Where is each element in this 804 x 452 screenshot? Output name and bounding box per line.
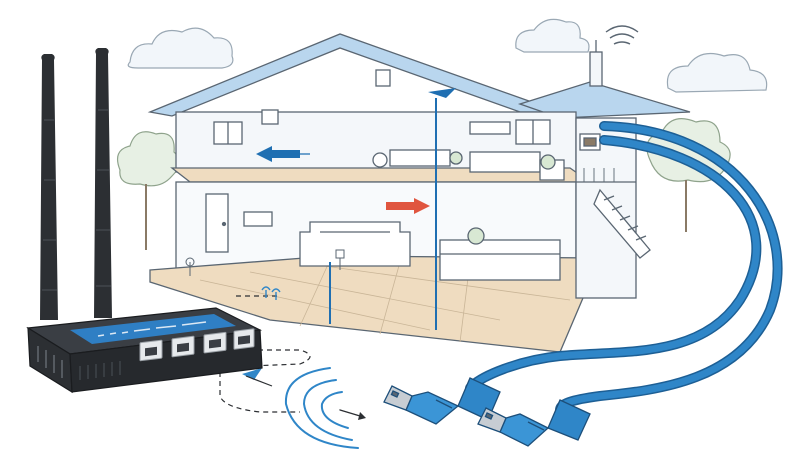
cloud-right [515,18,768,93]
antenna-icon [185,249,345,276]
wifi-waves-icon [284,367,366,449]
window [243,211,273,227]
signal-arrow-icon [428,88,456,98]
signal-arrow-icon [386,198,430,214]
signal-arrow-icon [242,368,273,387]
window [261,109,279,125]
signal-pole [329,88,456,330]
antenna-icon [261,286,281,300]
chimney [589,51,603,87]
wifi-waves-icon [605,25,639,45]
counter [439,239,561,281]
stairs [593,188,651,259]
usb-plug-icon [477,399,591,447]
router-icon [26,307,263,394]
sofa [299,221,411,267]
ethernet-cable [465,121,783,415]
door [205,193,229,253]
antenna-icon [40,54,58,320]
window [375,69,391,87]
antenna-icon [94,48,112,318]
house [147,33,691,353]
signal-arrow-icon [256,146,310,162]
cloud-left [127,27,234,69]
wireless-path [219,295,311,413]
